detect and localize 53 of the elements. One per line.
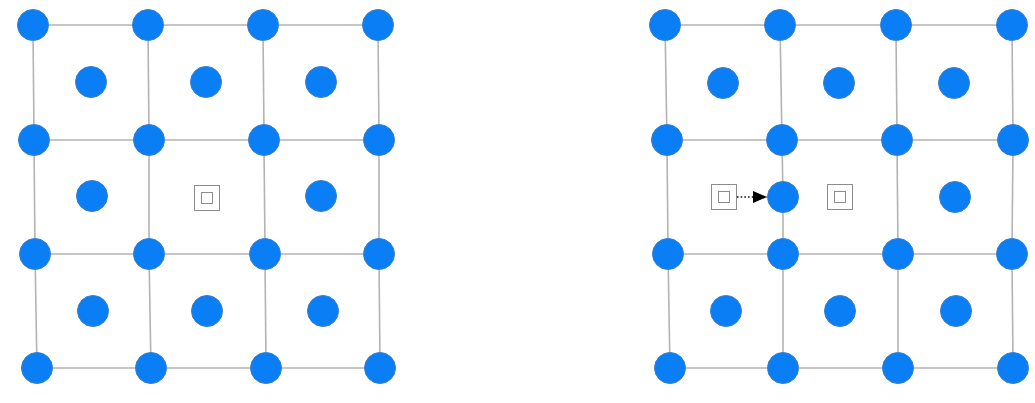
lattice-line [34, 269, 38, 353]
lattice-line [164, 139, 249, 141]
lattice-line [912, 139, 998, 141]
lattice-line [798, 253, 883, 255]
lattice-line [913, 367, 998, 369]
lattice-line [377, 40, 380, 125]
lattice-line [281, 367, 365, 369]
lattice-line [166, 367, 251, 369]
lattice-line [798, 367, 883, 369]
lattice-line [378, 155, 380, 239]
lattice-line [1011, 155, 1014, 239]
lattice-line [895, 40, 898, 125]
lattice-line [896, 155, 899, 239]
lattice-line [680, 24, 765, 26]
lattice-line [378, 269, 381, 353]
lattice-line [797, 139, 882, 141]
lattice-line [48, 24, 133, 26]
lattice-line [682, 139, 767, 141]
lattice-line [148, 155, 150, 239]
lattice-line [911, 24, 997, 26]
lattice-line [664, 40, 668, 125]
lattice-line [782, 212, 784, 239]
lattice-line [913, 253, 997, 255]
lattice-line [164, 253, 250, 255]
lattice-line [781, 155, 784, 182]
lattice-line [148, 269, 152, 353]
lattice-line [262, 40, 265, 125]
lattice-line [280, 253, 364, 255]
lattice-line [666, 155, 669, 239]
lattice-line [1011, 40, 1014, 125]
lattice-line [32, 40, 35, 125]
lattice-line [33, 155, 36, 239]
lattice-line [264, 269, 267, 353]
lattice-line [683, 253, 768, 255]
lattice-line [278, 24, 363, 26]
lattice-line [1011, 269, 1014, 353]
lattice-line [147, 40, 150, 125]
lattice-line [795, 24, 881, 26]
vacancy-square [827, 184, 853, 210]
lattice-line [163, 24, 248, 26]
lattice-line [667, 269, 671, 353]
lattice-line [897, 269, 899, 353]
lattice-line [685, 367, 768, 369]
arrow [736, 191, 768, 203]
lattice-line [49, 139, 134, 141]
lattice-line [779, 40, 783, 125]
vacancy-square [711, 184, 737, 210]
lattice-line [263, 155, 266, 239]
lattice-line [52, 367, 136, 369]
lattice-line [782, 269, 784, 353]
vacancy-square [194, 185, 220, 211]
lattice-line [50, 253, 134, 255]
lattice-line [279, 139, 364, 141]
